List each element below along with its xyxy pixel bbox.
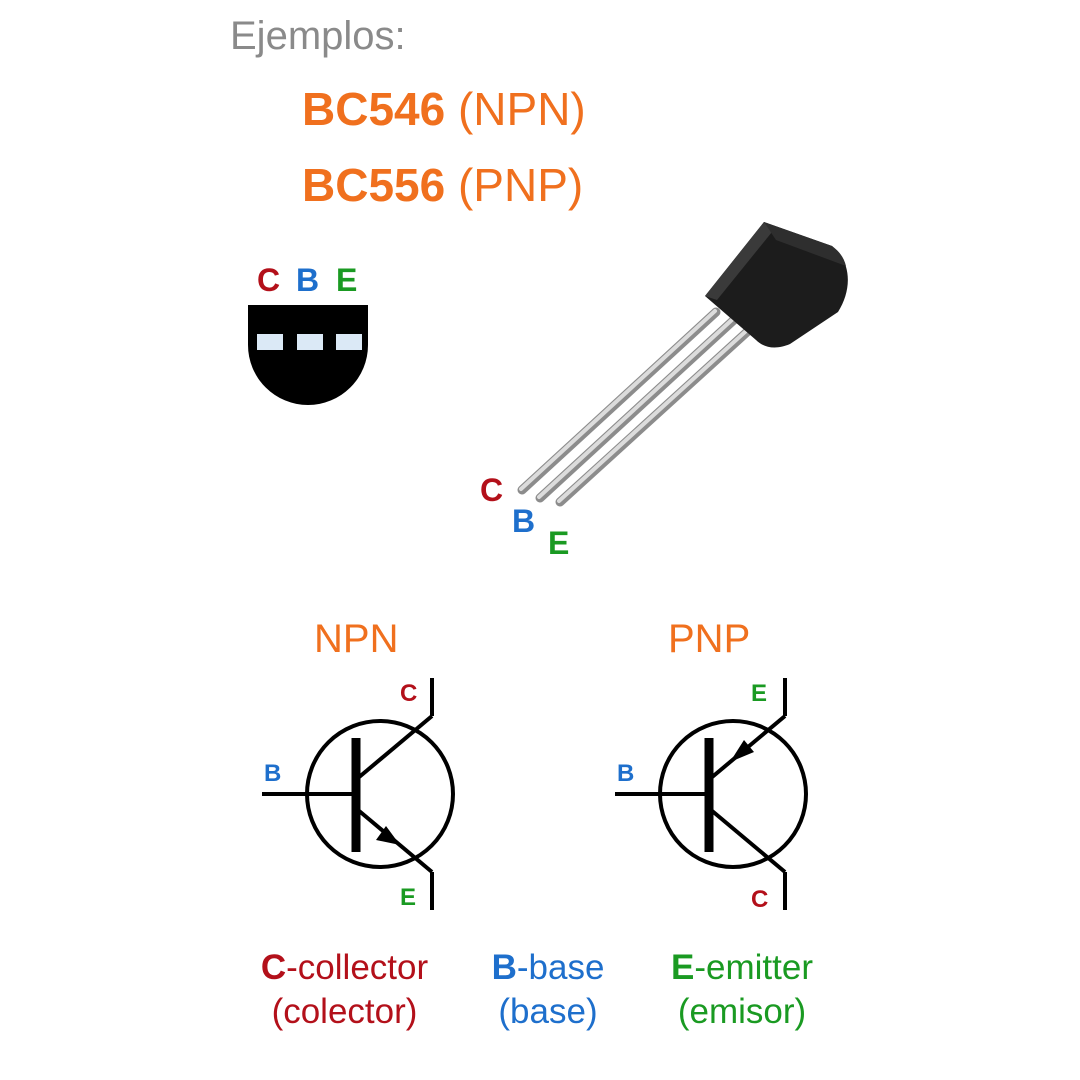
pin-pad-e (336, 334, 362, 350)
part-bc546: BC546 (NPN) (302, 82, 586, 136)
lead-label-b: B (512, 503, 536, 539)
pnp-symbol (615, 678, 808, 910)
transistor-package (517, 222, 848, 507)
legend-text: -emitter (694, 948, 813, 987)
npn-label-c: C (400, 680, 418, 707)
part-number: BC556 (302, 159, 446, 211)
pnp-label-c: C (751, 886, 769, 913)
footprint-label-b: B (296, 262, 320, 298)
legend-translation: (base) (498, 992, 598, 1031)
pnp-label-e: E (751, 680, 768, 707)
pin-pad-b (297, 334, 323, 350)
pnp-label-b: B (617, 760, 635, 787)
pin-pad-c (257, 334, 283, 350)
legend-text: -collector (286, 948, 429, 987)
legend-letter: B (491, 948, 517, 987)
pnp-title: PNP (668, 617, 751, 661)
part-type: (PNP) (457, 159, 584, 211)
legend-emitter: E-emitter (emisor) (652, 946, 832, 1034)
legend-base: B-base (base) (478, 946, 618, 1034)
npn-title: NPN (314, 617, 399, 661)
legend-letter: C (260, 948, 287, 987)
part-type: (NPN) (457, 83, 586, 135)
footprint-label-e: E (336, 262, 358, 298)
to92-footprint (248, 305, 368, 405)
legend-translation: (colector) (271, 992, 418, 1031)
npn-label-e: E (400, 884, 417, 911)
npn-label-b: B (264, 760, 282, 787)
npn-symbol (262, 678, 455, 910)
legend-translation: (emisor) (677, 992, 807, 1031)
legend-text: -base (516, 948, 605, 987)
examples-heading: Ejemplos: (230, 14, 406, 58)
part-bc556: BC556 (PNP) (302, 158, 583, 212)
footprint-label-c: C (257, 262, 281, 298)
lead-label-e: E (548, 525, 570, 561)
legend-letter: E (671, 948, 695, 987)
part-number: BC546 (302, 83, 446, 135)
lead-label-c: C (480, 472, 504, 508)
legend-collector: C-collector (colector) (242, 946, 447, 1034)
